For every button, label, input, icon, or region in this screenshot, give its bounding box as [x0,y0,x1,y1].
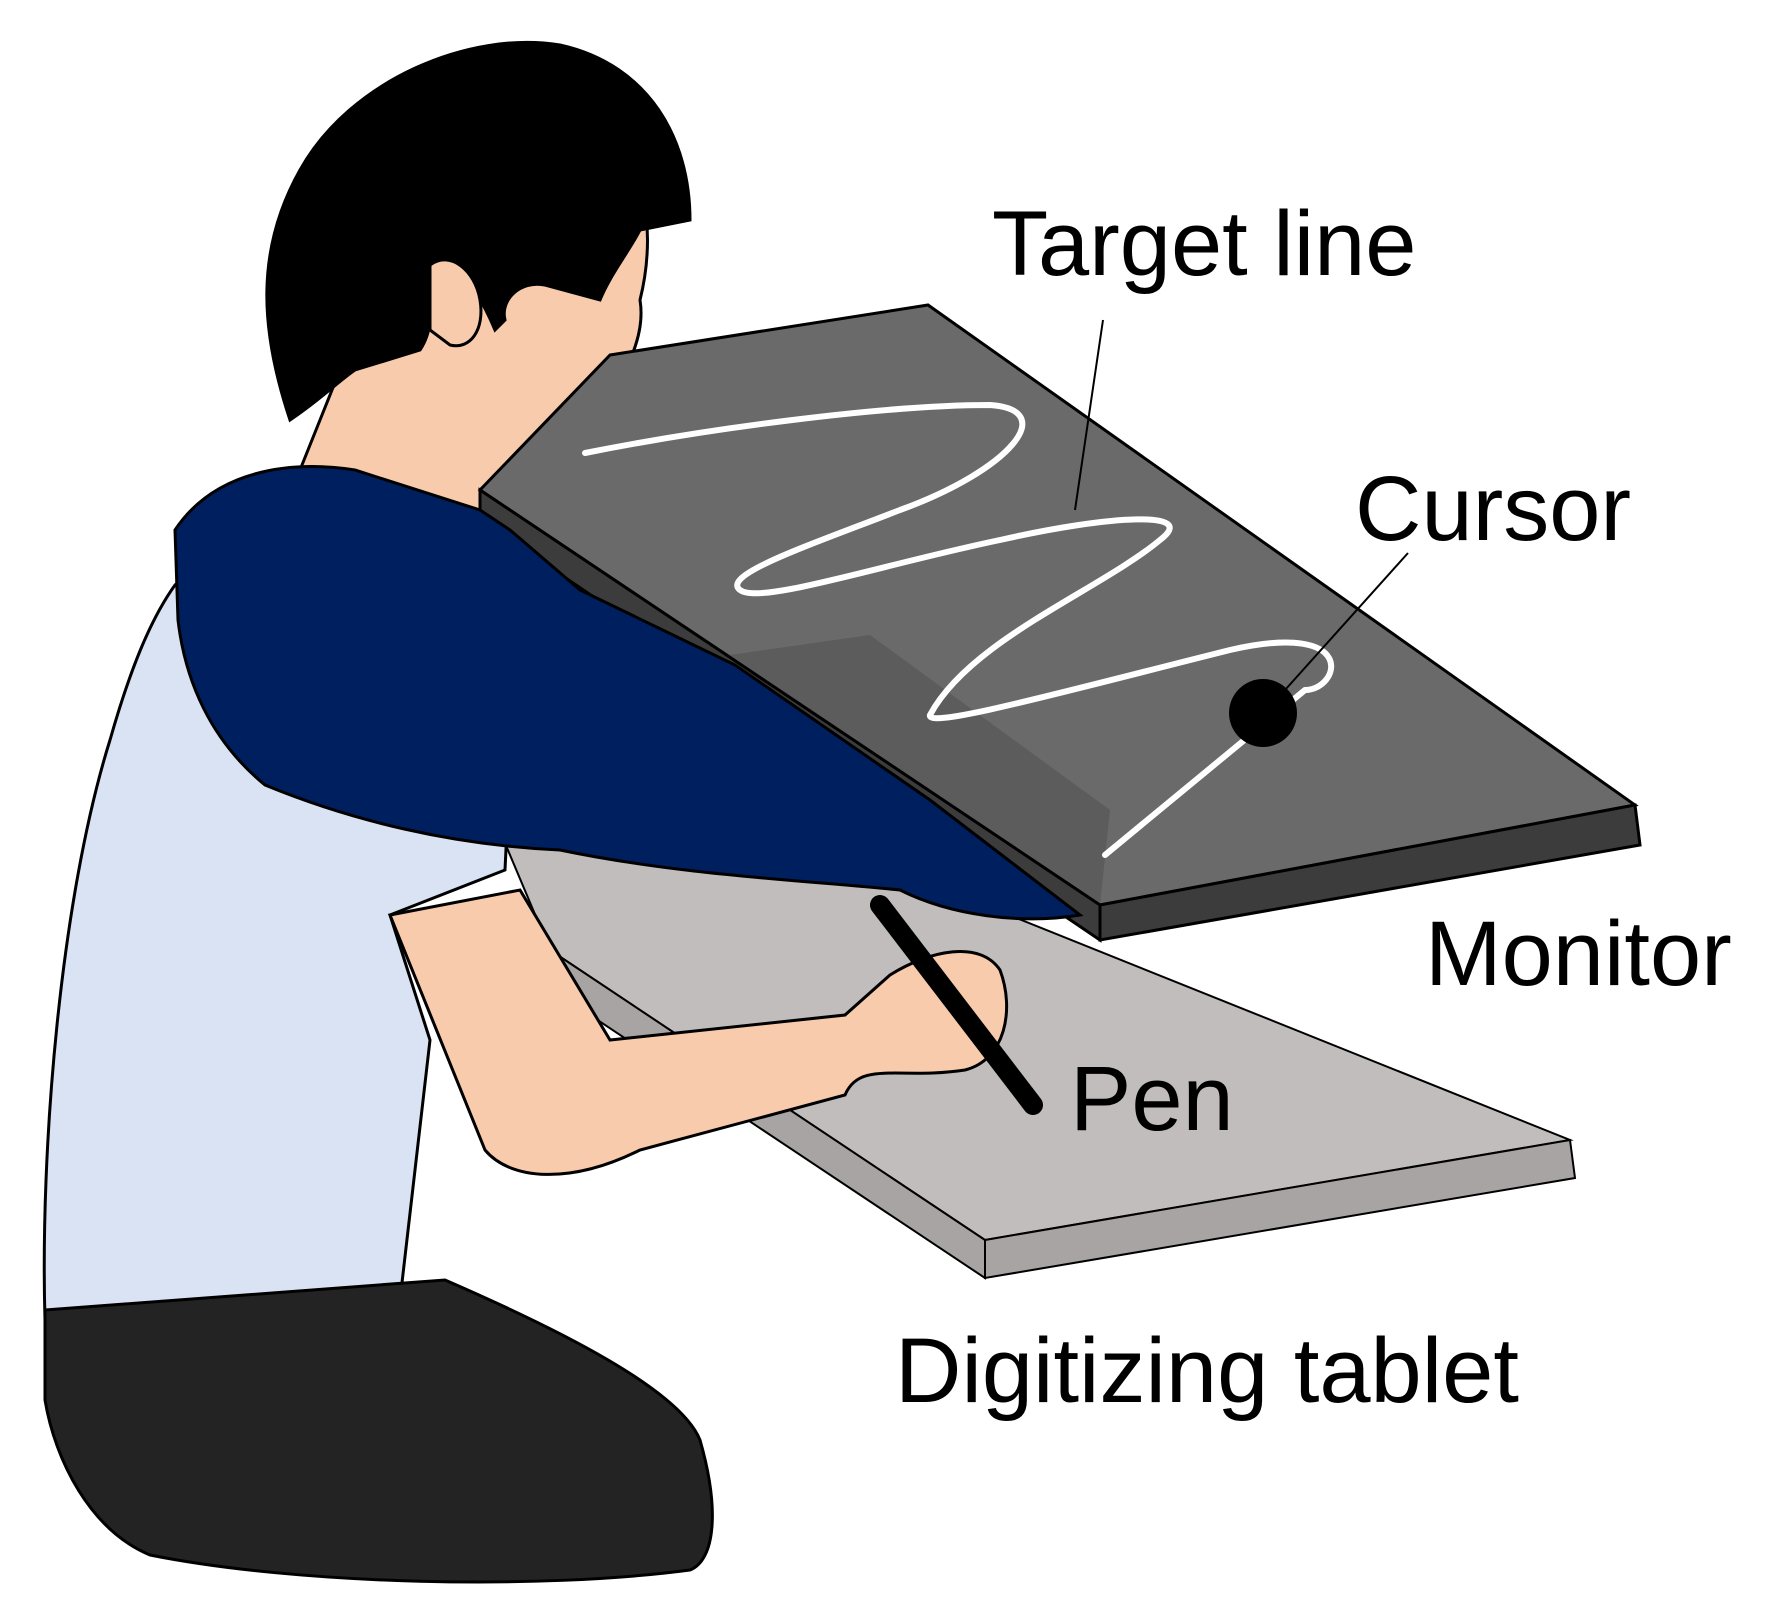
target-line [582,402,1335,858]
ear [428,258,483,348]
sleeve [173,465,1084,921]
label-cursor: Cursor [1355,458,1631,560]
label-digitizing-tablet: Digitizing tablet [895,1320,1519,1422]
target-line-leader [1074,319,1104,511]
label-target-line: Target line [992,193,1416,295]
label-monitor: Monitor [1425,903,1732,1005]
forearm [387,888,1008,1176]
cursor-dot [1229,679,1297,747]
monitor-see-through-region [730,635,1110,905]
label-pen: Pen [1070,1048,1234,1150]
pen [870,895,1043,1115]
pants [43,1278,714,1584]
cursor-leader [1284,552,1409,691]
